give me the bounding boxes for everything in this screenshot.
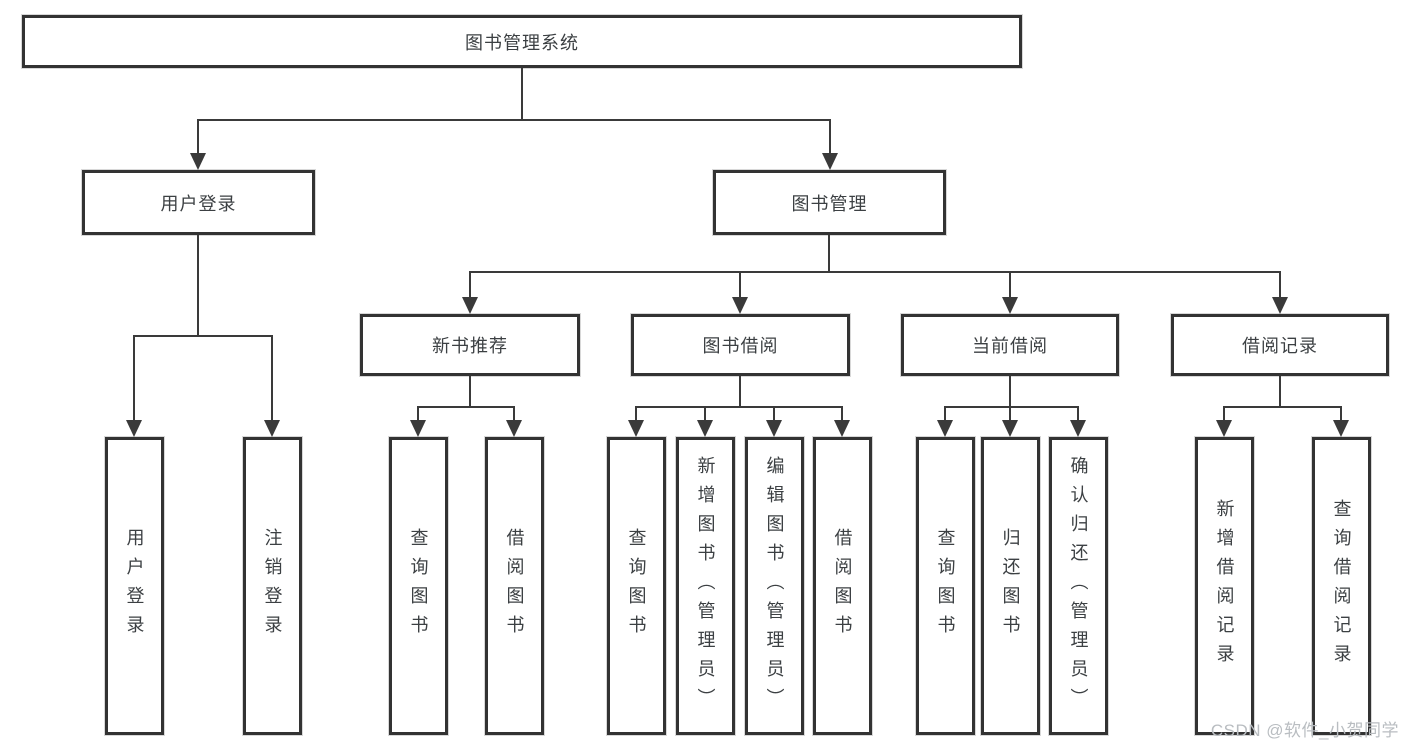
arrowhead-down-icon xyxy=(766,420,782,437)
connector-vline xyxy=(828,235,830,273)
leaf-add-books-admin: 新增图书（管理员） xyxy=(676,437,735,735)
leaf-add-books-admin-label: 新增图书（管理员） xyxy=(695,455,716,717)
connector-vline xyxy=(773,406,775,425)
connector-vline xyxy=(417,406,419,425)
connector-vline xyxy=(704,406,706,425)
leaf-edit-books-admin-label: 编辑图书（管理员） xyxy=(764,455,785,717)
leaf-query-books-3-label: 查询图书 xyxy=(935,528,956,644)
leaf-confirm-return-admin-label: 确认归还（管理员） xyxy=(1068,455,1089,717)
leaf-return-books: 归还图书 xyxy=(981,437,1040,735)
arrowhead-down-icon xyxy=(1070,420,1086,437)
connector-vline xyxy=(841,406,843,425)
arrowhead-down-icon xyxy=(462,297,478,314)
leaf-user-login: 用户登录 xyxy=(105,437,164,735)
leaf-add-borrow-record-label: 新增借阅记录 xyxy=(1214,499,1235,673)
arrowhead-down-icon xyxy=(937,420,953,437)
node-current-borrowing-label: 当前借阅 xyxy=(972,336,1048,356)
arrowhead-down-icon xyxy=(1272,297,1288,314)
node-book-management-label: 图书管理 xyxy=(791,193,868,214)
connector-vline xyxy=(1279,271,1281,302)
arrowhead-down-icon xyxy=(1216,420,1232,437)
leaf-query-books-1-label: 查询图书 xyxy=(408,528,429,644)
connector-vline xyxy=(469,376,471,408)
connector-vline xyxy=(133,335,135,425)
connector-vline xyxy=(513,406,515,425)
leaf-borrow-books-1-label: 借阅图书 xyxy=(504,528,525,644)
node-book-borrowing-label: 图书借阅 xyxy=(702,336,779,356)
leaf-edit-books-admin: 编辑图书（管理员） xyxy=(745,437,804,735)
watermark: CSDN @软件_小贺同学 xyxy=(1210,721,1399,740)
connector-hline xyxy=(635,406,843,408)
arrowhead-down-icon xyxy=(506,420,522,437)
node-book-borrowing: 图书借阅 xyxy=(631,314,850,376)
connector-vline xyxy=(739,271,741,302)
arrowhead-down-icon xyxy=(1002,297,1018,314)
arrowhead-down-icon xyxy=(732,297,748,314)
arrowhead-down-icon xyxy=(1002,420,1018,437)
node-borrowing-records: 借阅记录 xyxy=(1171,314,1389,376)
node-new-book-recommend: 新书推荐 xyxy=(360,314,580,376)
connector-hline xyxy=(944,406,1079,408)
leaf-logout-login: 注销登录 xyxy=(243,437,302,735)
node-book-management: 图书管理 xyxy=(713,170,946,235)
connector-vline xyxy=(469,271,471,302)
connector-vline xyxy=(1340,406,1342,425)
node-library-system-label: 图书管理系统 xyxy=(465,32,579,53)
node-user-login: 用户登录 xyxy=(82,170,315,235)
leaf-query-books-3: 查询图书 xyxy=(916,437,975,735)
connector-vline xyxy=(1009,406,1011,425)
node-library-system: 图书管理系统 xyxy=(22,15,1022,68)
connector-vline xyxy=(197,119,199,158)
leaf-confirm-return-admin: 确认归还（管理员） xyxy=(1049,437,1108,735)
connector-vline xyxy=(739,376,741,408)
leaf-borrow-books-2-label: 借阅图书 xyxy=(832,528,853,644)
arrowhead-down-icon xyxy=(264,420,280,437)
leaf-query-books-2: 查询图书 xyxy=(607,437,666,735)
connector-hline xyxy=(417,406,515,408)
leaf-return-books-label: 归还图书 xyxy=(1000,528,1021,644)
connector-vline xyxy=(521,68,523,121)
leaf-borrow-books-2: 借阅图书 xyxy=(813,437,872,735)
arrowhead-down-icon xyxy=(834,420,850,437)
connector-vline xyxy=(635,406,637,425)
node-current-borrowing: 当前借阅 xyxy=(901,314,1119,376)
connector-vline xyxy=(197,235,199,337)
node-new-book-recommend-label: 新书推荐 xyxy=(432,336,508,356)
arrowhead-down-icon xyxy=(1333,420,1349,437)
connector-hline xyxy=(469,271,1281,273)
connector-vline xyxy=(1009,376,1011,408)
connector-hline xyxy=(133,335,273,337)
arrowhead-down-icon xyxy=(126,420,142,437)
leaf-query-borrow-record-label: 查询借阅记录 xyxy=(1331,499,1352,673)
arrowhead-down-icon xyxy=(697,420,713,437)
leaf-logout-login-label: 注销登录 xyxy=(262,528,283,644)
leaf-borrow-books-1: 借阅图书 xyxy=(485,437,544,735)
connector-vline xyxy=(1009,271,1011,302)
arrowhead-down-icon xyxy=(410,420,426,437)
connector-vline xyxy=(1077,406,1079,425)
connector-vline xyxy=(829,119,831,158)
connector-vline xyxy=(271,335,273,425)
leaf-add-borrow-record: 新增借阅记录 xyxy=(1195,437,1254,735)
connector-vline xyxy=(1279,376,1281,408)
connector-vline xyxy=(944,406,946,425)
connector-hline xyxy=(1223,406,1342,408)
leaf-query-books-2-label: 查询图书 xyxy=(626,528,647,644)
arrowhead-down-icon xyxy=(628,420,644,437)
node-user-login-label: 用户登录 xyxy=(160,193,237,214)
leaf-query-books-1: 查询图书 xyxy=(389,437,448,735)
node-borrowing-records-label: 借阅记录 xyxy=(1242,336,1318,356)
connector-vline xyxy=(1223,406,1225,425)
leaf-query-borrow-record: 查询借阅记录 xyxy=(1312,437,1371,735)
connector-hline xyxy=(197,119,831,121)
arrowhead-down-icon xyxy=(190,153,206,170)
arrowhead-down-icon xyxy=(822,153,838,170)
leaf-user-login-label: 用户登录 xyxy=(124,528,145,644)
